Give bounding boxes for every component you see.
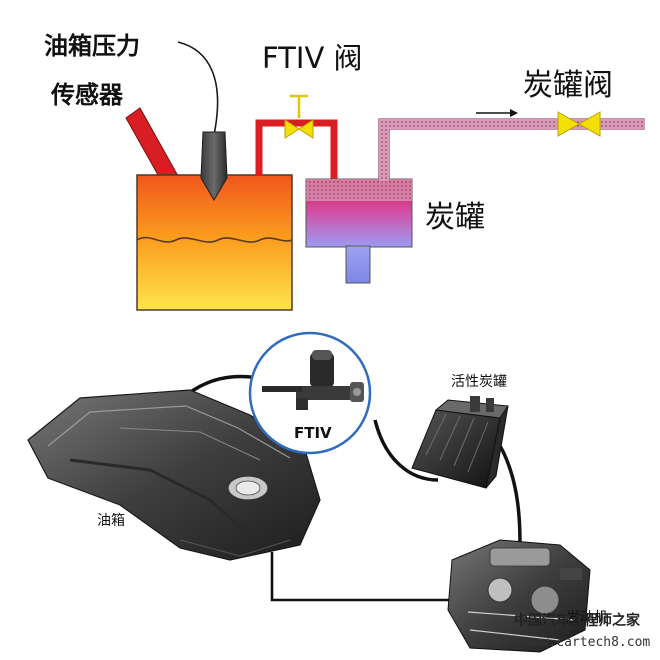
sensor-lead-wire bbox=[177, 41, 219, 136]
fuel-tank-photo bbox=[27, 389, 321, 561]
engine-photo bbox=[447, 539, 591, 653]
activated-canister-photo bbox=[411, 396, 509, 489]
watermark-line1: 中国汽车工程师之家 bbox=[514, 613, 640, 629]
hose-tank-to-engine bbox=[270, 552, 470, 602]
filler-pipe bbox=[125, 107, 179, 183]
canister-valve-label: 炭罐阀 bbox=[523, 68, 613, 103]
ftiv-component bbox=[262, 350, 364, 410]
top-schematic bbox=[125, 41, 645, 311]
ftiv-pipe bbox=[255, 119, 338, 208]
hose-ftiv-to-canister bbox=[373, 419, 439, 482]
watermark-line2: www.cartech8.com bbox=[525, 635, 651, 650]
canister-outlet bbox=[345, 245, 371, 284]
activated-canister-label: 活性炭罐 bbox=[451, 374, 507, 390]
engine-label: 发动机 bbox=[566, 610, 608, 626]
ftiv-photo-label: FTIV bbox=[294, 424, 332, 442]
canister-label: 炭罐 bbox=[425, 200, 485, 235]
flow-arrow-icon bbox=[476, 109, 518, 117]
canister-purge-valve bbox=[557, 111, 601, 137]
pressure-sensor bbox=[200, 131, 228, 201]
ftiv-valve bbox=[284, 94, 314, 139]
canister-vapor-zone bbox=[306, 179, 412, 201]
fuel-level-line bbox=[136, 236, 293, 243]
bottom-system-illustration bbox=[27, 331, 591, 653]
vapor-pipe bbox=[378, 118, 645, 181]
pressure-sensor-label-line1: 油箱压力 bbox=[44, 32, 140, 60]
pressure-sensor-label-line2: 传感器 bbox=[51, 81, 123, 109]
ftiv-magnifier bbox=[248, 331, 372, 455]
fuel-tank-photo-label: 油箱 bbox=[97, 513, 125, 529]
ftiv-valve-label: FTIV 阀 bbox=[262, 41, 363, 75]
